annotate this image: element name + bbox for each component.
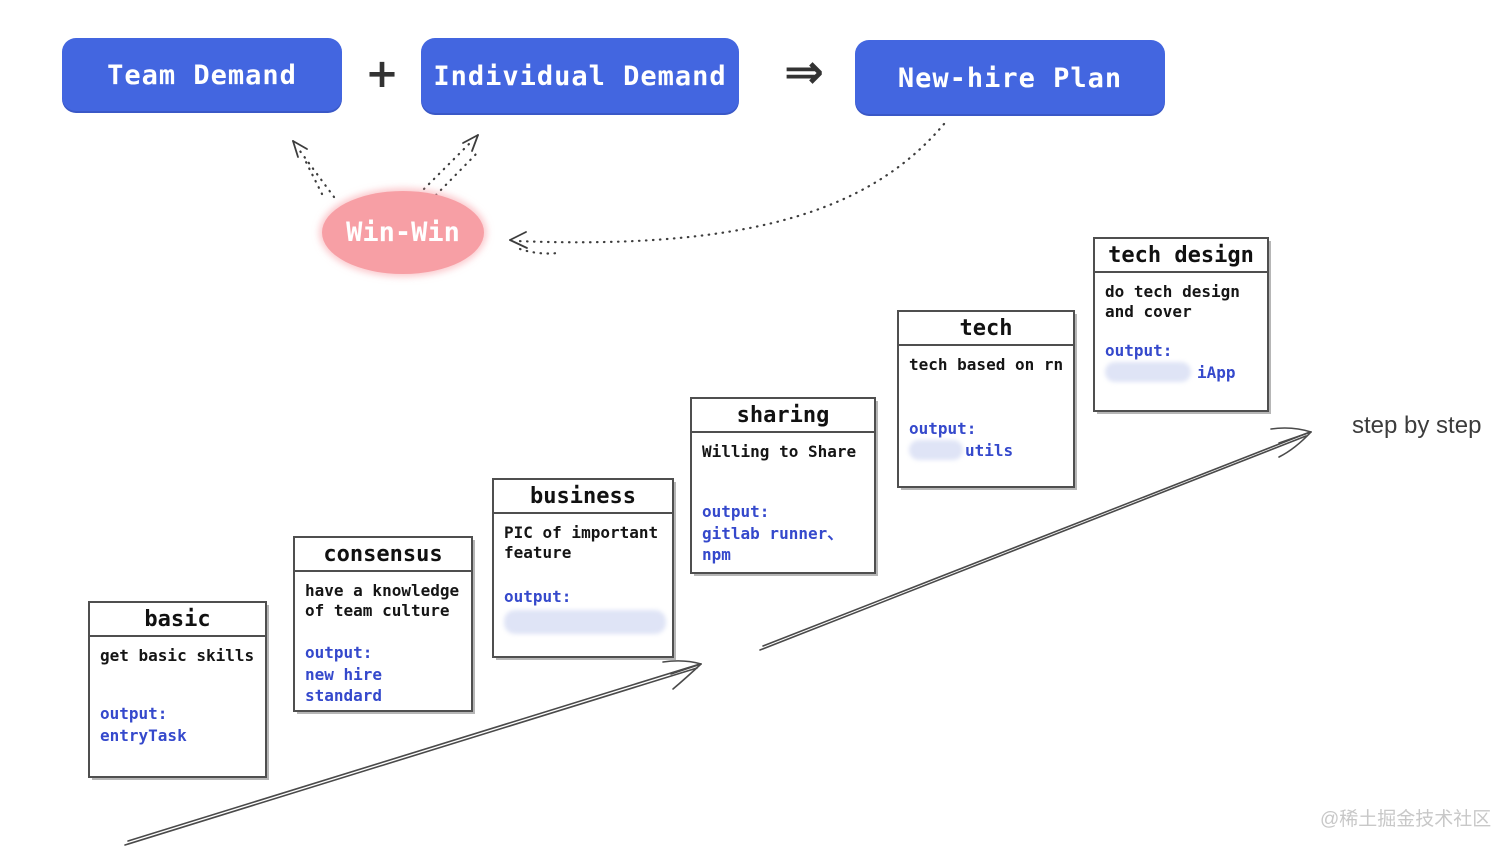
step-body: have a knowledge of team culture xyxy=(305,581,460,621)
output-value: utils xyxy=(965,440,1014,460)
output-label: output: xyxy=(1105,341,1173,360)
step-title: tech xyxy=(899,312,1073,346)
step-body: Willing to Share xyxy=(702,442,857,461)
redacted-text xyxy=(909,440,963,461)
step-output: output: gitlab runner、npm xyxy=(702,501,868,566)
dotted-arrow-to-team-demand xyxy=(292,140,336,199)
node-new-hire-plan: New-hire Plan xyxy=(855,40,1165,116)
step-box-tech-design: tech design do tech design and cover out… xyxy=(1093,237,1269,412)
output-value: entryTask xyxy=(100,725,187,745)
redacted-text xyxy=(504,609,666,634)
step-output: output: xyxy=(504,586,666,634)
node-new-hire-plan-label: New-hire Plan xyxy=(897,62,1123,94)
step-body: tech based on rn xyxy=(909,355,1064,374)
step-body: get basic skills xyxy=(100,646,255,665)
implies-arrow-icon: ⇒ xyxy=(783,44,825,100)
step-by-step-label: step by step xyxy=(1352,412,1482,439)
redacted-text xyxy=(1105,362,1191,383)
node-team-demand-label: Team Demand xyxy=(107,60,297,91)
node-win-win: Win-Win xyxy=(322,191,484,274)
step-box-business: business PIC of important feature output… xyxy=(492,478,674,658)
step-title: consensus xyxy=(295,538,471,572)
step-box-basic: basic get basic skills output: entryTask xyxy=(88,601,267,778)
step-output: output: new hire standard xyxy=(305,642,465,707)
step-title: sharing xyxy=(692,399,874,433)
output-label: output: xyxy=(504,587,572,606)
step-box-sharing: sharing Willing to Share output: gitlab … xyxy=(690,397,876,574)
node-win-win-label: Win-Win xyxy=(346,217,460,248)
step-output: output: entryTask xyxy=(100,703,259,746)
node-individual-demand-label: Individual Demand xyxy=(433,61,727,92)
output-label: output: xyxy=(100,704,168,723)
step-body: PIC of important feature xyxy=(504,523,659,563)
step-title: tech design xyxy=(1095,239,1267,273)
dotted-arrow-to-individual-demand xyxy=(422,134,482,197)
node-individual-demand: Individual Demand xyxy=(421,38,739,115)
output-value: gitlab runner、npm xyxy=(702,523,844,565)
step-title: basic xyxy=(90,603,265,637)
output-label: output: xyxy=(702,502,770,521)
dotted-arrow-newhire-to-winwin xyxy=(509,122,946,255)
step-title: business xyxy=(494,480,672,514)
output-value: iApp xyxy=(1197,362,1236,382)
output-label: output: xyxy=(305,643,373,662)
plus-operator: + xyxy=(365,51,399,97)
watermark: @稀土掘金技术社区 xyxy=(1320,809,1492,830)
output-value: new hire standard xyxy=(305,664,383,706)
step-output: output: utils xyxy=(909,418,1067,461)
step-output: output: iApp xyxy=(1105,340,1261,383)
step-body: do tech design and cover xyxy=(1105,282,1240,322)
step-box-consensus: consensus have a knowledge of team cultu… xyxy=(293,536,473,712)
node-team-demand: Team Demand xyxy=(62,38,342,113)
output-label: output: xyxy=(909,419,977,438)
step-box-tech: tech tech based on rn output: utils xyxy=(897,310,1075,488)
